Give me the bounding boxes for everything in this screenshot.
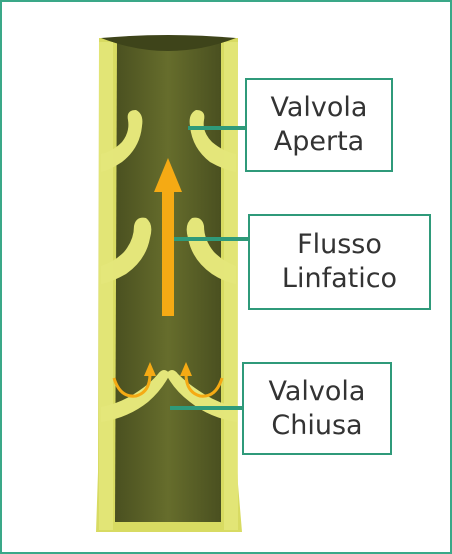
label-closed-valve: Valvola Chiusa (242, 362, 392, 455)
label-open-valve: Valvola Aperta (245, 78, 393, 172)
label-lymph-flow-line1: Flusso (250, 228, 429, 262)
label-open-valve-line2: Aperta (247, 125, 391, 159)
label-lymph-flow-line2: Linfatico (250, 262, 429, 296)
leader-closed-valve (170, 406, 244, 410)
leader-open-valve (188, 126, 246, 130)
label-lymph-flow: Flusso Linfatico (248, 214, 431, 310)
label-open-valve-line1: Valvola (247, 91, 391, 125)
leader-lymph-flow (174, 237, 250, 241)
label-closed-valve-line2: Chiusa (244, 409, 390, 443)
label-closed-valve-line1: Valvola (244, 375, 390, 409)
